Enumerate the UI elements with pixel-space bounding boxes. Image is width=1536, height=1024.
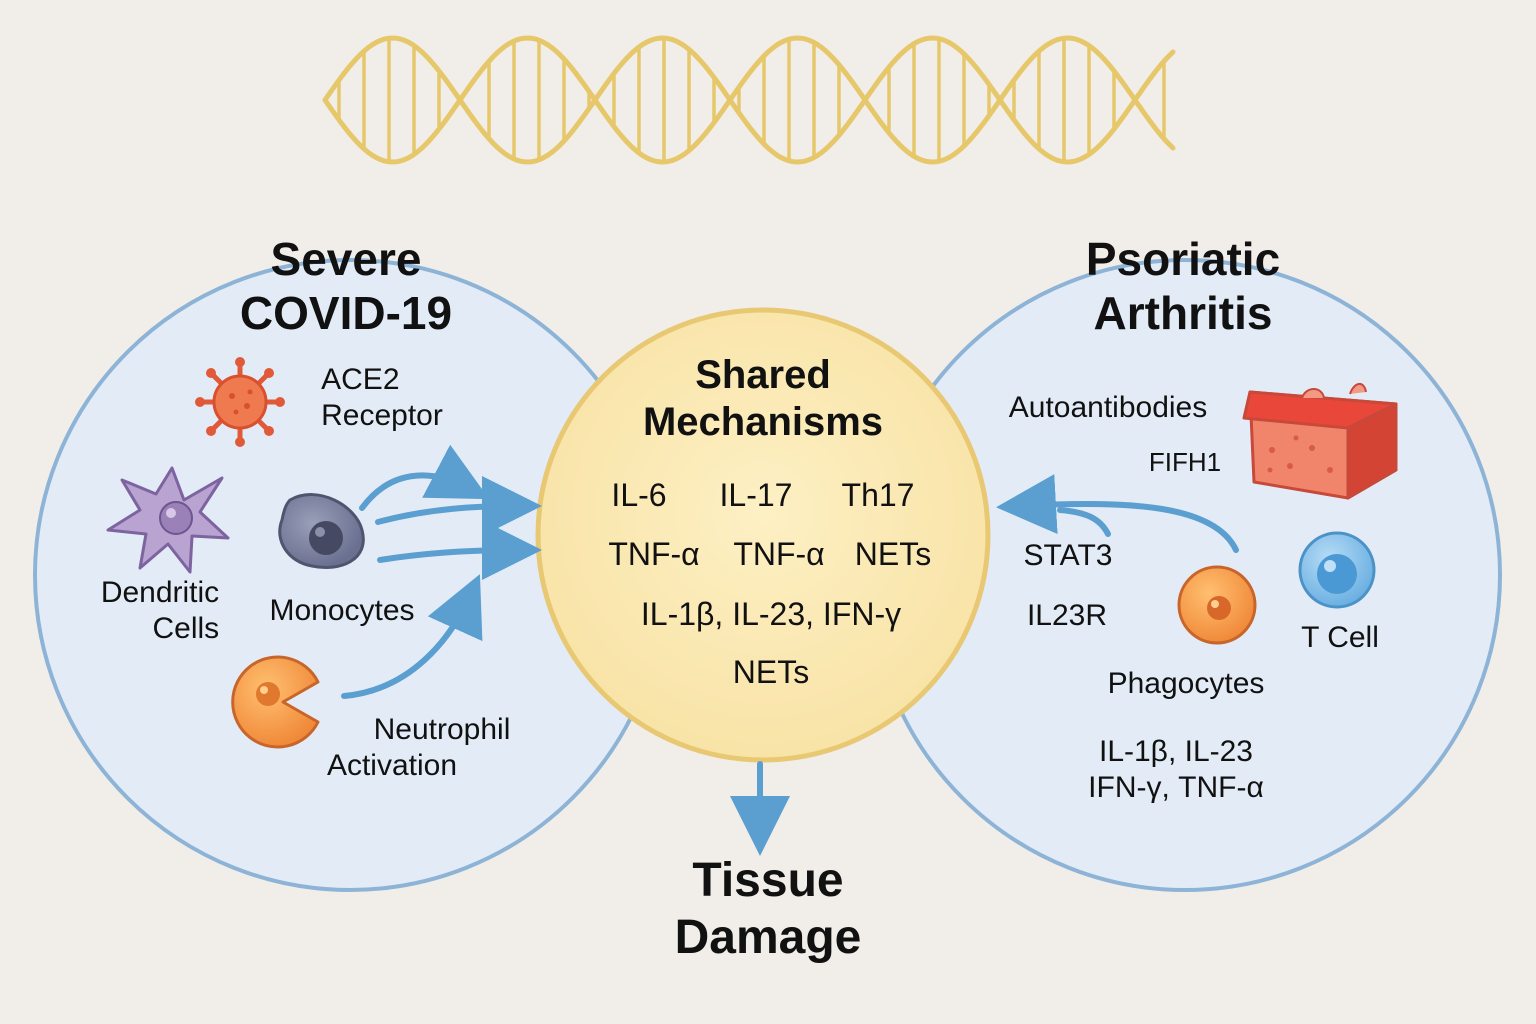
cytokine-th17: Th17 [841,477,915,513]
ace2-label: ACE2 Receptor [321,362,443,434]
autoantibodies-label: Autoantibodies [1008,391,1208,424]
covid-title-line2: COVID-19 [239,287,453,340]
phagocyte-icon [1177,565,1257,645]
arrow-stat3-branch [1057,507,1111,537]
ace2-line1: ACE2 [321,363,400,396]
psa-title: Psoriatic Arthritis [1086,232,1280,341]
covid-title: Severe COVID-19 [240,232,452,341]
cytokine-il17: IL-17 [719,477,793,513]
arrow-monocyte-to-shared-1 [375,476,542,537]
dna-strand-2 [322,35,1176,165]
psa-cytokines-line2: IFN-γ, TNF-α [1088,771,1264,804]
cytokine-row3: IL-1β, IL-23, IFN-γ [640,596,902,632]
cytokine-nets-1: NETs [854,536,932,572]
covid-title-line1: Severe [270,233,422,285]
psa-title-line1: Psoriatic [1085,233,1281,285]
shared-title-line1: Shared [695,353,831,397]
dna-strand-1 [322,35,1176,165]
psa-cytokines-line1: IL-1β, IL-23 [1098,735,1253,768]
dendritic-line1: Dendritic [100,576,220,609]
virus-icon [195,357,285,447]
il23r-label: IL23R [1026,599,1108,632]
fifh1-label: FIFH1 [1148,447,1222,477]
arrow-dendritic-to-shared [359,444,490,511]
cytokine-tnfa-2: TNF-α [733,536,825,572]
phagocytes-label: Phagocytes [1107,667,1265,700]
tissue-damage-label: Tissue Damage [675,853,862,966]
ace2-line2: Receptor [321,399,443,432]
neutrophil-line2: Activation [326,749,458,782]
cytokine-nets-2: NETs [732,654,810,690]
arrow-monocyte-to-shared-2 [377,520,542,581]
monocyte-icon [278,493,365,569]
tissue-block-icon [1242,383,1398,500]
cytokine-il6: IL-6 [611,477,667,513]
t-cell-icon [1298,531,1376,609]
dendritic-cell-icon [106,466,230,574]
tissue-damage-line2: Damage [674,910,862,964]
monocytes-label: Monocytes [269,594,415,627]
psa-title-line2: Arthritis [1093,287,1273,340]
arrows [341,444,1239,856]
neutrophil-icon [231,655,320,749]
cytokine-tnfa-1: TNF-α [608,536,700,572]
arrow-neutrophil-to-shared [341,574,483,699]
neutrophil-label: Neutrophil Activation [314,712,511,784]
dna-helix-icon [322,35,1176,165]
neutrophil-line1: Neutrophil [373,713,511,746]
shared-title-line2: Mechanisms [642,400,884,445]
shared-title: Shared Mechanisms [643,352,883,446]
psa-cytokines: IL-1β, IL-23 IFN-γ, TNF-α [1088,734,1264,806]
dendritic-line2: Cells [152,612,220,645]
arrow-psa-to-shared [996,474,1239,553]
tcell-label: T Cell [1301,621,1379,654]
tissue-damage-line1: Tissue [692,854,844,907]
dendritic-label: Dendritic Cells [101,575,219,647]
stat3-label: STAT3 [1023,539,1113,572]
